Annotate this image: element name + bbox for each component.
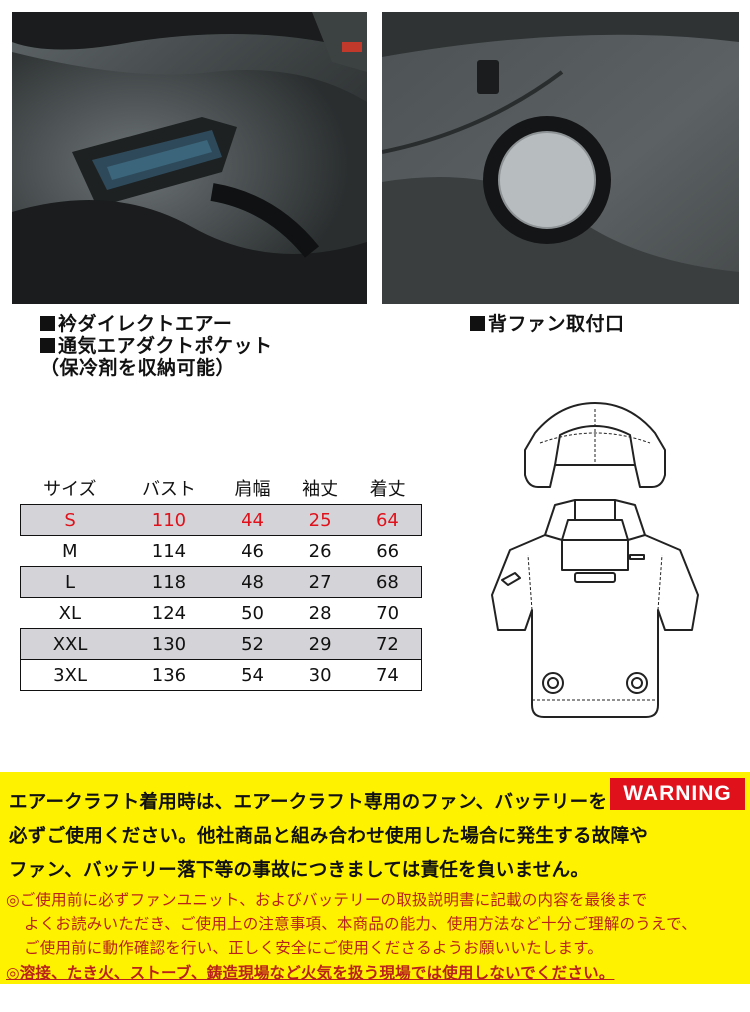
jacket-body-outline xyxy=(491,499,699,718)
cell-bust: 110 xyxy=(119,504,219,536)
cell-length: 64 xyxy=(353,504,422,536)
cell-size: M xyxy=(20,535,120,567)
warning-text-line-1: エアークラフト着用時は、エアークラフト専用のファン、バッテリーを xyxy=(9,792,608,813)
cell-size: 3XL xyxy=(20,659,120,691)
cell-length: 68 xyxy=(353,566,422,598)
cell-bust: 118 xyxy=(119,566,219,598)
cell-bust: 136 xyxy=(119,659,219,691)
fan-port-right-icon xyxy=(626,672,648,694)
cell-sleeve: 27 xyxy=(286,566,354,598)
table-row: XL 124 50 28 70 xyxy=(20,597,422,629)
cell-shoulder: 54 xyxy=(218,659,287,691)
cell-size: S xyxy=(20,504,120,536)
warning-panel: WARNING エアークラフト着用時は、エアークラフト専用のファン、バッテリーを… xyxy=(0,772,750,984)
cell-sleeve: 28 xyxy=(286,597,354,629)
cell-shoulder: 52 xyxy=(218,628,287,660)
table-row: L 118 48 27 68 xyxy=(20,566,422,598)
cell-shoulder: 46 xyxy=(218,535,287,567)
cell-sleeve: 30 xyxy=(286,659,354,691)
cell-size: XL xyxy=(20,597,120,629)
warning-note-4: ◎溶接、たき火、ストーブ、鋳造現場など火気を扱う現場では使用しないでください。 xyxy=(6,964,615,982)
size-table-header: サイズ バスト 肩幅 袖丈 着丈 xyxy=(21,472,422,505)
warning-text-line-3: ファン、バッテリー落下等の事故につきましては責任を負いません。 xyxy=(9,860,590,881)
collar-air-duct-photo xyxy=(12,12,367,304)
table-row: XXL 130 52 29 72 xyxy=(20,628,422,660)
cell-length: 74 xyxy=(353,659,422,691)
cell-shoulder: 44 xyxy=(218,504,287,536)
cell-bust: 124 xyxy=(119,597,219,629)
caption-ice-pack-note: （保冷剤を収納可能） xyxy=(40,357,236,379)
cell-length: 66 xyxy=(353,535,422,567)
bullet-square-icon xyxy=(40,316,55,331)
cell-size: XXL xyxy=(20,628,120,660)
warning-note-3: ご使用前に動作確認を行い、正しく安全にご使用くださるようお願いいたします。 xyxy=(24,939,604,957)
table-row: 3XL 136 54 30 74 xyxy=(20,659,422,691)
cell-sleeve: 25 xyxy=(286,504,354,536)
cell-bust: 130 xyxy=(119,628,219,660)
cell-length: 70 xyxy=(353,597,422,629)
cell-shoulder: 50 xyxy=(218,597,287,629)
back-fan-caption: 背ファン取付口 xyxy=(470,313,625,335)
header-size: サイズ xyxy=(43,479,97,500)
table-row: S 110 44 25 64 xyxy=(20,504,422,536)
warning-note-2: よくお読みいただき、ご使用上の注意事項、本商品の能力、使用方法など十分ご理解のう… xyxy=(24,915,697,933)
bullet-square-icon xyxy=(40,338,55,353)
bullet-square-icon xyxy=(470,316,485,331)
back-fan-mount-photo xyxy=(382,12,739,304)
cell-bust: 114 xyxy=(119,535,219,567)
jacket-back-diagram xyxy=(491,402,699,718)
header-shoulder: 肩幅 xyxy=(234,479,271,500)
header-sleeve: 袖丈 xyxy=(302,479,339,500)
cell-length: 72 xyxy=(353,628,422,660)
header-length: 着丈 xyxy=(369,479,406,500)
warning-text-line-2: 必ずご使用ください。他社商品と組み合わせ使用した場合に発生する故障や xyxy=(9,826,649,847)
size-table: サイズ バスト 肩幅 袖丈 着丈 S 110 44 25 64 M 114 46… xyxy=(20,472,422,691)
caption-collar-air: 衿ダイレクトエアー xyxy=(58,313,233,335)
header-bust: バスト xyxy=(141,479,196,500)
caption-back-fan-mount: 背ファン取付口 xyxy=(488,313,625,335)
caption-air-duct-pocket: 通気エアダクトポケット xyxy=(58,335,273,357)
cell-sleeve: 26 xyxy=(286,535,354,567)
warning-note-1: ◎ご使用前に必ずファンユニット、およびバッテリーの取扱説明書に記載の内容を最後ま… xyxy=(6,891,648,909)
fan-port-left-icon xyxy=(542,672,564,694)
cell-sleeve: 29 xyxy=(286,628,354,660)
cell-size: L xyxy=(20,566,120,598)
cell-shoulder: 48 xyxy=(218,566,287,598)
collar-feature-caption: 衿ダイレクトエアー 通気エアダクトポケット （保冷剤を収納可能） xyxy=(40,313,273,379)
table-row: M 114 46 26 66 xyxy=(20,535,422,567)
warning-badge: WARNING xyxy=(610,778,745,810)
